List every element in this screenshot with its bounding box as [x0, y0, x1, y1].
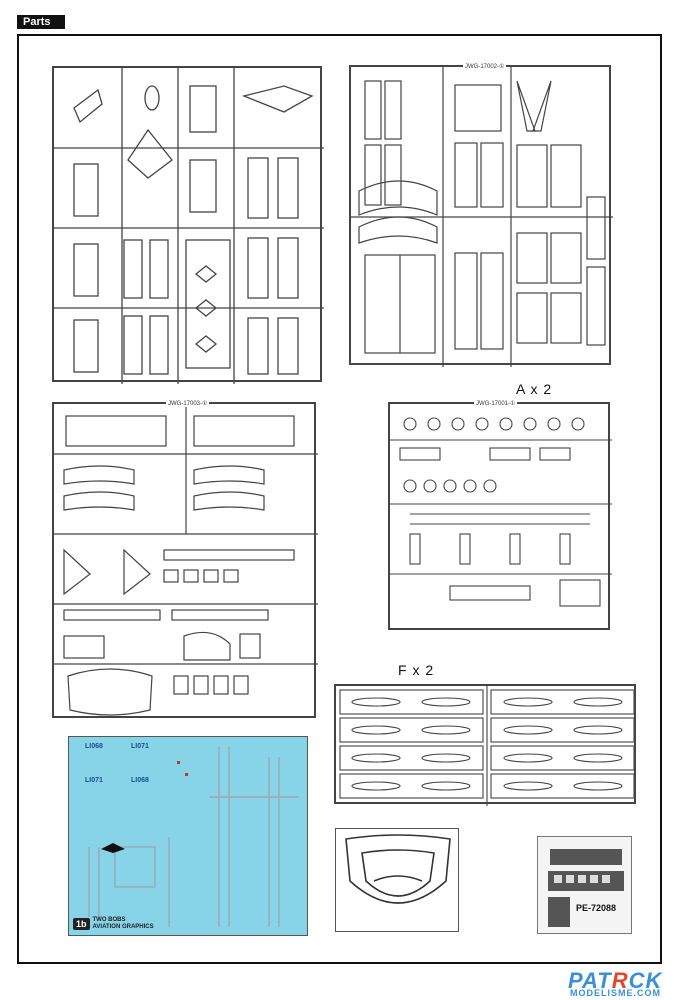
- decal-sheet-artwork: [88, 747, 299, 927]
- brand-title: TWO BOBS: [92, 917, 126, 923]
- watermark-part1: PAT: [568, 968, 612, 993]
- sprue-middle-left: JWG-17003-①: [52, 400, 318, 718]
- canopy-mask: [335, 828, 459, 932]
- photo-etch-parts: [548, 849, 624, 927]
- photo-etch-label: PE-72088: [576, 903, 617, 913]
- decal-code: LI068: [131, 777, 149, 784]
- watermark-part2: R: [611, 968, 629, 993]
- decal-code: LI071: [131, 743, 149, 750]
- sprue-middle-left-parts: [54, 404, 318, 716]
- decal-brand: 1b TWO BOBS AVIATION GRAPHICS: [73, 917, 154, 931]
- section-title: Parts: [17, 15, 65, 29]
- decal-code: LI068: [85, 743, 103, 750]
- photo-etch-sheet: PE-72088: [537, 836, 632, 934]
- sprue-top-right: JWG-17002-①: [349, 63, 613, 367]
- sprue-code-label: JWG-17003-①: [166, 400, 210, 407]
- watermark-site: MODELISME.COM: [570, 988, 661, 998]
- sprue-top-left-parts: [54, 68, 324, 384]
- sprue-code-label: JWG-17001-①: [474, 400, 518, 407]
- watermark-logo: PATRCK: [568, 968, 662, 994]
- canopy-mask-shape: [345, 834, 451, 904]
- sprue-quantity-a: A x 2: [516, 381, 553, 397]
- sprue-code-label: JWG-17002-①: [463, 63, 507, 70]
- sprue-fuel-tanks: [334, 684, 636, 806]
- decal-code: LI071: [85, 777, 103, 784]
- sprue-middle-right-parts: [390, 417, 612, 607]
- watermark-part3: CK: [628, 968, 663, 993]
- decal-sheet: LI068 LI071 LI068 LI071 1b TWO BOBS AVIA…: [68, 736, 308, 936]
- sprue-quantity-f: F x 2: [398, 662, 435, 678]
- sprue-top-left: [52, 66, 324, 384]
- brand-subtitle: AVIATION GRAPHICS: [92, 924, 154, 930]
- sprue-top-right-parts: [351, 67, 613, 367]
- sprue-middle-right: JWG-17001-①: [388, 400, 612, 630]
- sprue-fuel-tank-parts: [339, 686, 635, 806]
- brand-logo: 1b: [73, 918, 90, 930]
- brand-name: TWO BOBS AVIATION GRAPHICS: [93, 917, 154, 931]
- parts-frame: [17, 34, 662, 964]
